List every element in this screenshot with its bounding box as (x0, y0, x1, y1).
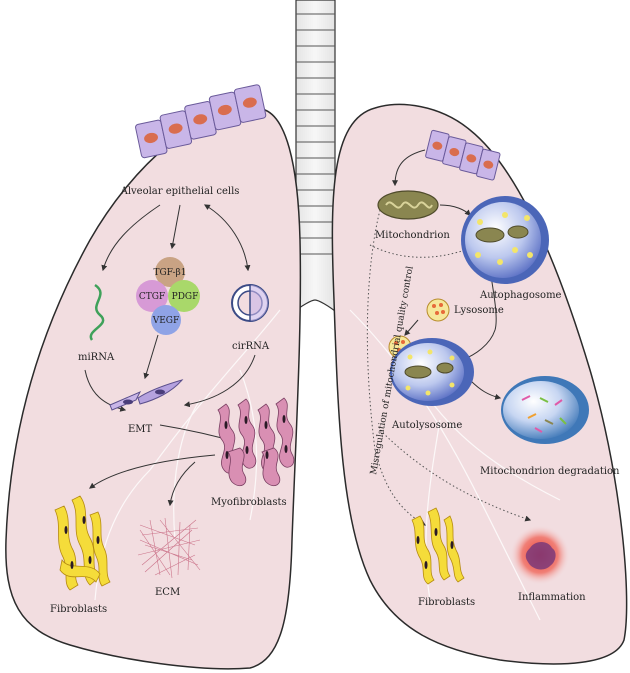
autophagosome-label: Autophagosome (479, 290, 562, 301)
alveolar-cells-right (425, 129, 501, 181)
mirna-strand-icon (89, 283, 105, 341)
fibroblasts-label-right: Fibroblasts (418, 597, 475, 608)
degradation-vesicle (501, 376, 589, 444)
mitochondrion (377, 190, 439, 220)
inflammation (510, 525, 570, 585)
autolysosome (390, 338, 474, 406)
lysosome-label: Lysosome (454, 305, 504, 316)
autolysosome-label: Autolysosome (391, 420, 462, 431)
tgf-label: TGF-β1 (153, 268, 186, 278)
autophagosome (461, 196, 549, 284)
mirna-label: miRNA (78, 352, 115, 363)
alveolar-cells-left: Alveolar epithelial cells (120, 84, 267, 197)
inflammation-label: Inflammation (518, 592, 586, 603)
left-arrows (84, 204, 256, 507)
right-lung (331, 103, 628, 665)
emt-label: EMT (128, 424, 153, 435)
dotted-paths (366, 209, 532, 526)
tgf-circle (155, 257, 185, 287)
mitochondrion-label: Mitochondrion (375, 230, 450, 241)
right-arrows (392, 149, 502, 400)
pdgf-circle (168, 280, 200, 312)
myofibroblasts-label: Myofibroblasts (211, 497, 287, 508)
fibroblasts-left (54, 495, 111, 591)
alveolar-label-left: Alveolar epithelial cells (120, 186, 240, 197)
emt-cells (109, 379, 184, 411)
growth-factors: TGF-β1 CTGF PDGF VEGF (136, 257, 200, 335)
vegf-circle (151, 305, 181, 335)
ctgf-circle (136, 280, 168, 312)
ecm-mesh (137, 517, 201, 579)
fibroblasts-right (411, 507, 465, 585)
fibroblasts-label-left: Fibroblasts (50, 604, 107, 615)
cirrna-ring-icon (231, 284, 269, 322)
ecm-label: ECM (155, 587, 180, 598)
vegf-label: VEGF (152, 316, 180, 326)
ctgf-label: CTGF (139, 292, 165, 302)
degradation-label: Mitochondrion degradation (480, 466, 620, 477)
pdgf-label: PDGF (172, 292, 199, 302)
myofibroblast-nuclei (224, 415, 288, 459)
cirrna-label: cirRNA (232, 341, 270, 352)
